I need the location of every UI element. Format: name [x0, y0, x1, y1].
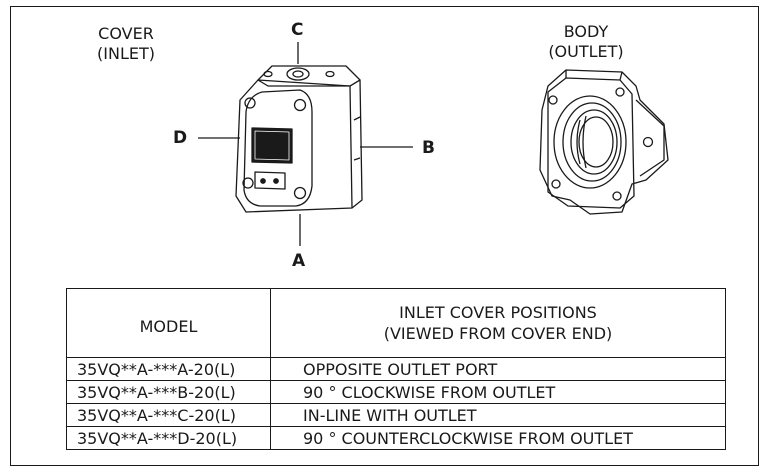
positions-header-line1: INLET COVER POSITIONS: [399, 303, 597, 322]
inlet-cover-positions-table: MODEL INLET COVER POSITIONS (VIEWED FROM…: [66, 288, 726, 450]
positions-header: INLET COVER POSITIONS (VIEWED FROM COVER…: [270, 288, 726, 358]
position-c-label: C: [291, 20, 304, 40]
figure-frame: [10, 6, 759, 466]
body-label-line2: (OUTLET): [548, 42, 624, 61]
position-b-label: B: [422, 138, 435, 158]
cover-label-line2: (INLET): [97, 44, 155, 63]
positions-header-line2: (VIEWED FROM COVER END): [383, 324, 613, 343]
model-cell: 35VQ**A-***B-20(L): [66, 380, 271, 404]
position-cell: 90 ° COUNTERCLOCKWISE FROM OUTLET: [270, 426, 726, 450]
model-header: MODEL: [66, 288, 271, 358]
position-cell: 90 ° CLOCKWISE FROM OUTLET: [270, 380, 726, 404]
model-cell: 35VQ**A-***D-20(L): [66, 426, 271, 450]
position-cell: OPPOSITE OUTLET PORT: [270, 357, 726, 381]
position-a-label: A: [292, 251, 306, 271]
table-row: 35VQ**A-***D-20(L) 90 ° COUNTERCLOCKWISE…: [66, 426, 726, 450]
table-row: 35VQ**A-***A-20(L) OPPOSITE OUTLET PORT: [66, 357, 726, 381]
body-label: BODY (OUTLET): [538, 22, 634, 62]
body-label-line1: BODY: [563, 22, 609, 41]
position-d-label: D: [173, 128, 188, 148]
cover-inlet-drawing: [235, 65, 363, 213]
cover-label-line1: COVER: [98, 24, 154, 43]
body-outlet-drawing: [539, 69, 669, 215]
model-cell: 35VQ**A-***A-20(L): [66, 357, 271, 381]
position-cell: IN-LINE WITH OUTLET: [270, 403, 726, 427]
table-row: 35VQ**A-***B-20(L) 90 ° CLOCKWISE FROM O…: [66, 380, 726, 404]
table-header-row: MODEL INLET COVER POSITIONS (VIEWED FROM…: [66, 288, 726, 358]
cover-label: COVER (INLET): [86, 24, 166, 64]
table-row: 35VQ**A-***C-20(L) IN-LINE WITH OUTLET: [66, 403, 726, 427]
model-cell: 35VQ**A-***C-20(L): [66, 403, 271, 427]
